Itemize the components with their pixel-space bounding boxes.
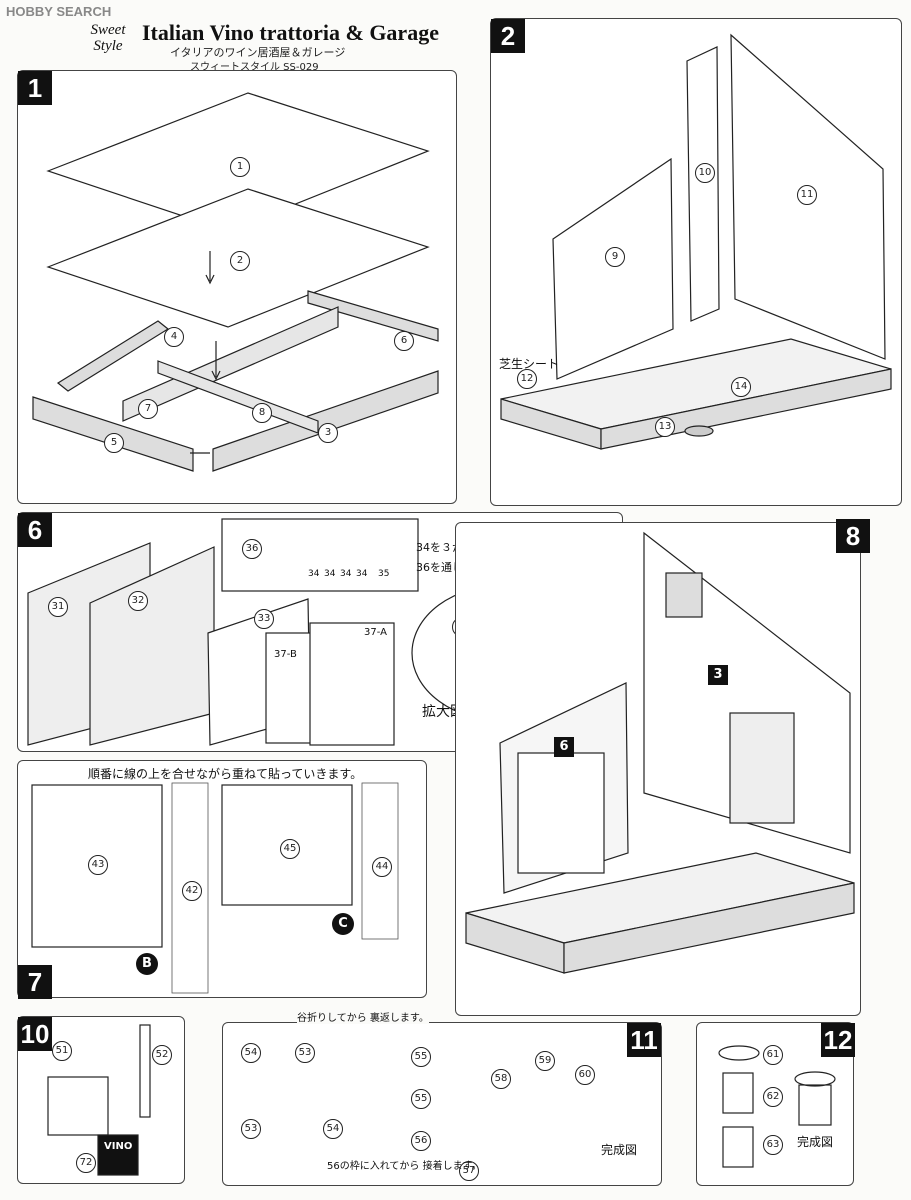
step-2-illustration [500, 33, 892, 450]
subpart-label: 34 [340, 569, 352, 579]
part-label: 58 [491, 1069, 511, 1089]
step-number: 2 [491, 19, 525, 53]
step-12-illustration [718, 1045, 836, 1168]
product-code: スウィートスタイル SS-029 [190, 62, 319, 73]
part-label: 8 [252, 403, 272, 423]
part-label: 32 [128, 591, 148, 611]
subpart-label: 34 [308, 569, 320, 579]
step-7-panel: 順番に線の上を合せながら重ねて貼っていきます。 43 42 45 44 B C … [17, 760, 427, 999]
part-label: 12 [517, 369, 537, 389]
part-label: 5 [104, 433, 124, 453]
step-7-instruction: 順番に線の上を合せながら重ねて貼っていきます。 [88, 767, 363, 781]
part-label: 33 [254, 609, 274, 629]
completed-label: 完成図 [797, 1135, 834, 1149]
part-label: 6 [554, 737, 574, 757]
part-label: 31 [48, 597, 68, 617]
part-label: 51 [52, 1041, 72, 1061]
part-label: 9 [605, 247, 625, 267]
turf-sheet-note: 芝生シート [499, 357, 560, 371]
step-11-note-top: 谷折りしてから 裏返します。 [297, 1009, 429, 1024]
part-label: 63 [763, 1135, 783, 1155]
part-label: 11 [797, 185, 817, 205]
step-number: 6 [18, 513, 52, 547]
part-label: 44 [372, 857, 392, 877]
subpart-label: 34 [356, 569, 368, 579]
step-11-note-bottom: 56の枠に入れてから 接着します。 [327, 1161, 482, 1172]
part-label: 43 [88, 855, 108, 875]
part-label: 60 [575, 1065, 595, 1085]
step-8-illustration [465, 531, 855, 974]
part-label: 55 [411, 1089, 431, 1109]
part-label: 7 [138, 399, 158, 419]
watermark: HOBBY SEARCH [6, 4, 112, 19]
step-2-panel: 2 9 10 11 芝生シート 12 13 14 [490, 18, 902, 506]
part-label: 14 [731, 377, 751, 397]
step-number: 11 [627, 1023, 661, 1057]
step-number: 1 [18, 71, 52, 105]
vino-sign: VINO [104, 1141, 133, 1152]
part-label: 37-A [364, 627, 387, 638]
part-label: 2 [230, 251, 250, 271]
page-title: Italian Vino trattoria & Garage [142, 20, 439, 45]
brand-logo: Sweet Style [90, 22, 126, 54]
part-label: 45 [280, 839, 300, 859]
part-label: 10 [695, 163, 715, 183]
part-label: 52 [152, 1045, 172, 1065]
part-label: 1 [230, 157, 250, 177]
step-number: 12 [821, 1023, 855, 1057]
completed-label: 完成図 [601, 1143, 638, 1157]
step-number: 8 [836, 519, 870, 553]
part-label: 3 [318, 423, 338, 443]
step-11-panel: 11 谷折りしてから 裏返します。 54 53 53 54 55 55 56 5… [222, 1009, 662, 1186]
step-8-panel: 8 3 6 [455, 519, 870, 1016]
part-label: 13 [655, 417, 675, 437]
subpart-label: 35 [378, 569, 390, 579]
part-label: 3 [708, 665, 728, 685]
part-label: 53 [295, 1043, 315, 1063]
sheet-c-badge: C [332, 913, 354, 935]
part-label: 37-B [274, 649, 297, 660]
part-label: 59 [535, 1051, 555, 1071]
step-10-illustration [47, 1024, 151, 1176]
part-label: 4 [164, 327, 184, 347]
step-7-illustration [31, 782, 399, 994]
part-label: 6 [394, 331, 414, 351]
part-label: 57 [459, 1161, 479, 1181]
step-number: 10 [18, 1017, 52, 1051]
subtitle-jp: イタリアのワイン居酒屋＆ガレージ [170, 46, 346, 59]
part-label: 55 [411, 1047, 431, 1067]
step-10-panel: 10 51 52 72 VINO [17, 1016, 185, 1184]
part-label: 54 [323, 1119, 343, 1139]
part-label: 54 [241, 1043, 261, 1063]
part-label: 72 [76, 1153, 96, 1173]
step-12-panel: 12 61 62 63 完成図 [696, 1022, 855, 1186]
step-1-illustration [32, 92, 439, 472]
subpart-label: 34 [324, 569, 336, 579]
part-label: 62 [763, 1087, 783, 1107]
step-1-panel: 1 1 2 4 6 7 8 5 3 [17, 70, 457, 504]
sheet-b-badge: B [136, 953, 158, 975]
step-number: 7 [18, 965, 52, 999]
part-label: 36 [242, 539, 262, 559]
part-label: 42 [182, 881, 202, 901]
part-label: 61 [763, 1045, 783, 1065]
zoom-label: 拡大図 [422, 704, 464, 720]
part-label: 56 [411, 1131, 431, 1151]
part-label: 53 [241, 1119, 261, 1139]
